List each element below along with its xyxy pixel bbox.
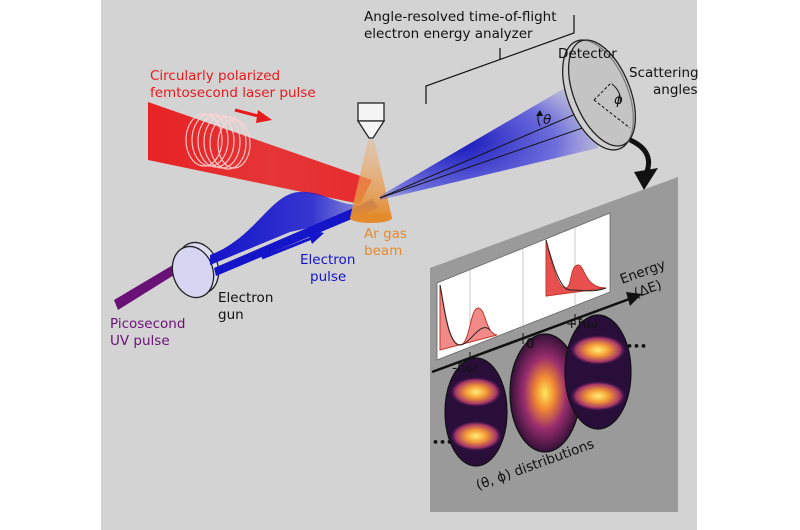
distribution-minus bbox=[444, 357, 508, 467]
spectrum-panel bbox=[436, 212, 611, 361]
gun-label-line1: Electron bbox=[218, 290, 273, 306]
electron-pulse-label-line2: pulse bbox=[310, 269, 346, 285]
ellipsis-right: ••• bbox=[626, 340, 647, 353]
scattering-label-line2: angles bbox=[653, 82, 698, 98]
theta-label: θ bbox=[543, 112, 551, 128]
electron-beam bbox=[210, 191, 380, 276]
laser-beam bbox=[148, 102, 372, 204]
scattering-label-line1: Scattering bbox=[629, 65, 699, 81]
detector-disc-icon bbox=[536, 39, 637, 151]
ar-label-line2: beam bbox=[364, 243, 402, 259]
minus-hw-label: -ħω bbox=[452, 360, 478, 376]
laser-arrow-icon bbox=[234, 108, 272, 123]
nozzle-icon bbox=[356, 102, 386, 139]
detector-label: Detector bbox=[558, 46, 617, 62]
analyzer-label-line2: electron energy analyzer bbox=[364, 26, 533, 42]
ar-label-line1: Ar gas bbox=[364, 226, 407, 242]
scattered-cone bbox=[380, 85, 600, 200]
phi-label: ϕ bbox=[614, 92, 623, 108]
electron-pulse-label-line1: Electron bbox=[300, 252, 355, 268]
gun-label-line2: gun bbox=[218, 307, 244, 323]
curved-arrow-icon bbox=[628, 137, 658, 190]
laser-label-line2: femtosecond laser pulse bbox=[150, 85, 316, 101]
ellipsis-left: ••• bbox=[432, 436, 453, 449]
uv-label-line2: UV pulse bbox=[110, 333, 170, 349]
analyzer-label-line1: Angle-resolved time-of-flight bbox=[364, 9, 557, 25]
polarization-spiral-icon bbox=[185, 113, 251, 170]
analyzer-bracket bbox=[425, 15, 575, 104]
laser-label-line1: Circularly polarized bbox=[150, 68, 280, 84]
zero-label: 0 bbox=[526, 336, 535, 352]
plus-hw-label: +ħω bbox=[566, 316, 598, 332]
uv-pulse-beam bbox=[114, 262, 182, 310]
distribution-plus bbox=[564, 314, 632, 430]
energy-axis bbox=[431, 292, 642, 374]
uv-label-line1: Picosecond bbox=[110, 316, 185, 332]
gun-disc-icon bbox=[171, 241, 220, 299]
